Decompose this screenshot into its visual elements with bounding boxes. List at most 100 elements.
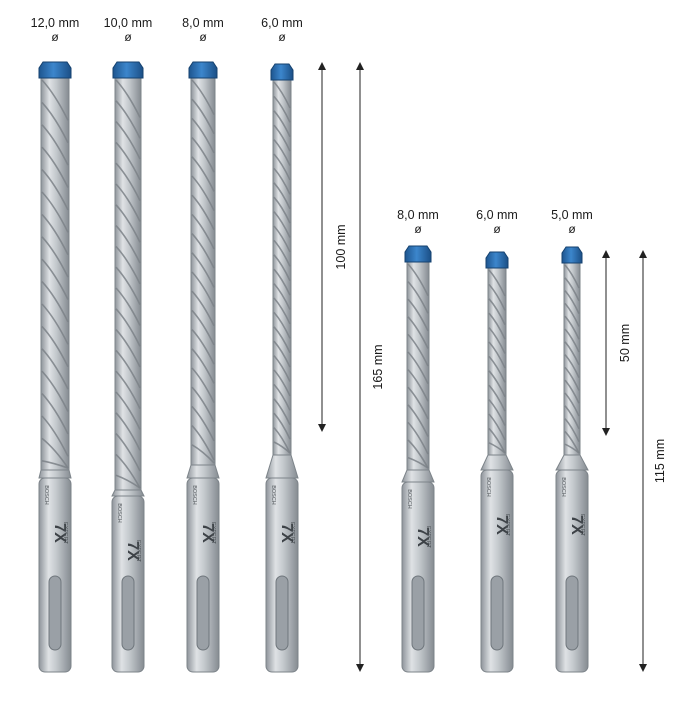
- flute-groove: [191, 156, 215, 192]
- flute-groove: [115, 79, 141, 118]
- line-mark: EXPERT: [425, 526, 431, 549]
- flute-groove: [273, 441, 291, 454]
- brand-mark: BOSCH: [191, 485, 197, 505]
- diameter-value: 6,0 mm: [476, 208, 518, 222]
- flute-groove: [41, 169, 69, 211]
- flute-groove: [564, 302, 580, 327]
- short-total-label: 115 mm: [653, 438, 667, 484]
- diameter-symbol: ø: [568, 222, 576, 236]
- neck: [480, 454, 514, 471]
- flute-groove: [115, 433, 141, 472]
- flute-groove: [115, 204, 141, 243]
- flute-groove: [273, 326, 291, 354]
- flute-groove: [273, 95, 291, 123]
- flute-groove: [191, 386, 215, 423]
- flute-groove: [273, 211, 291, 238]
- flute-groove: [115, 266, 141, 305]
- sds-slot: [565, 575, 579, 651]
- flute-groove: [273, 355, 291, 382]
- flute-groove: [191, 367, 215, 403]
- flute-groove: [407, 439, 429, 469]
- flute-groove: [115, 225, 141, 264]
- flute-groove: [41, 79, 69, 121]
- flute-groove: [115, 121, 141, 160]
- carbide-tip: [561, 246, 583, 264]
- flute-groove: [41, 348, 69, 390]
- flute-groove: [191, 444, 215, 464]
- flute-groove: [115, 474, 141, 489]
- sds-slot: [411, 575, 425, 651]
- flute-groove: [41, 258, 69, 300]
- flute-groove: [191, 309, 215, 346]
- flute-groove: [41, 191, 69, 233]
- flute-groove: [273, 196, 291, 224]
- diameter-value: 10,0 mm: [103, 16, 153, 30]
- flute-groove: [273, 139, 291, 166]
- carbide-tip: [38, 61, 72, 79]
- line-mark: EXPERT: [504, 514, 510, 537]
- flute-groove: [191, 271, 215, 307]
- flute-groove: [564, 405, 580, 430]
- flute-groove: [41, 370, 69, 412]
- series-mark: 7X: [414, 527, 431, 547]
- flute-groove: [273, 110, 291, 138]
- flute-groove: [41, 236, 69, 278]
- flute-groove: [115, 308, 141, 347]
- flute-groove: [564, 354, 580, 378]
- series-mark: 7X: [278, 523, 295, 543]
- flute-groove: [273, 398, 291, 426]
- line-mark: EXPERT: [62, 522, 68, 545]
- flute-groove: [273, 167, 291, 195]
- flute-groove: [115, 412, 141, 451]
- flute-groove: [407, 369, 429, 402]
- flute-groove: [115, 329, 141, 368]
- flute-groove: [407, 404, 429, 437]
- flute-groove: [564, 341, 580, 366]
- flute-groove: [41, 325, 69, 368]
- flute-groove: [273, 182, 291, 210]
- carbide-tip: [112, 61, 144, 79]
- flute-groove: [273, 383, 291, 411]
- flute-groove: [564, 392, 580, 417]
- flute-groove: [191, 405, 215, 442]
- flute-groove: [488, 399, 506, 426]
- flute-groove: [564, 418, 580, 442]
- line-mark: EXPERT: [135, 540, 141, 563]
- long-total-arrow: [356, 62, 364, 672]
- series-mark: 7X: [568, 515, 585, 535]
- flute-groove: [191, 329, 215, 365]
- diameter-symbol: ø: [199, 30, 207, 44]
- flute-groove: [488, 298, 506, 326]
- flute-groove: [191, 290, 215, 327]
- flute-groove: [115, 287, 141, 326]
- flute-groove: [41, 415, 69, 457]
- flute-groove: [41, 303, 69, 345]
- neck: [555, 454, 589, 471]
- flute-groove: [41, 213, 69, 256]
- flute-groove: [115, 391, 141, 430]
- flute-groove: [273, 225, 291, 253]
- diameter-symbol: ø: [278, 30, 286, 44]
- brand-mark: BOSCH: [406, 489, 412, 509]
- flute-groove: [41, 437, 69, 469]
- series-mark: 7X: [124, 541, 141, 561]
- flute-groove: [41, 460, 69, 469]
- flute-groove: [407, 316, 429, 349]
- neck: [401, 469, 435, 483]
- brand-mark: BOSCH: [270, 485, 276, 505]
- flute-groove: [273, 124, 291, 152]
- flute-groove: [488, 413, 506, 441]
- flute-groove: [407, 351, 429, 385]
- flute-groove: [191, 252, 215, 288]
